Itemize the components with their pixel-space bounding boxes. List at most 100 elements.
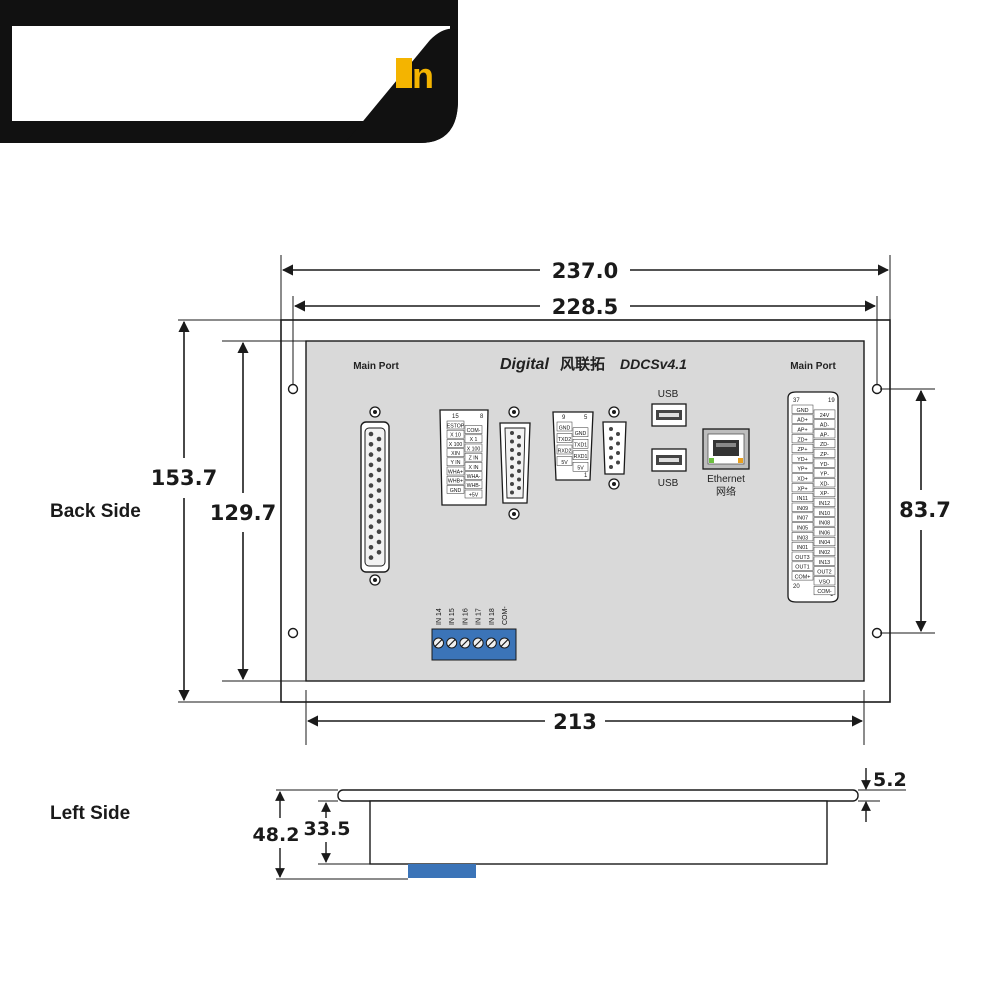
db15-pin [510, 431, 514, 435]
db15-cell [446, 448, 465, 457]
db37-pin-label: IN05 [797, 526, 808, 532]
db25-pin [368, 534, 374, 540]
db9-pin-label: RXD1 [574, 454, 588, 460]
db9-serial-port[interactable] [602, 406, 627, 490]
db25-pin [368, 503, 374, 509]
db37-cell [813, 556, 836, 566]
side-terminal [408, 864, 476, 878]
db25-pin [368, 431, 374, 437]
db25-pin [368, 493, 374, 499]
db15-pin-label: ESTOP [447, 423, 465, 429]
terminal-label: IN 15 [449, 608, 456, 625]
db37-pin-label: IN11 [797, 496, 808, 502]
db15-pin-label: XIN [451, 451, 460, 457]
db25-pin [376, 508, 382, 514]
db37-cell [791, 532, 814, 542]
db37-cell [791, 522, 814, 532]
db15-pin [517, 452, 521, 456]
db25-pin [376, 457, 382, 462]
dim-overall-height: 153.7 [151, 319, 283, 703]
terminal-label: IN 16 [462, 608, 469, 625]
back-side-label: Back Side [50, 501, 141, 522]
db15-cell [464, 480, 483, 490]
db25-main-port-left[interactable] [360, 406, 390, 586]
db37-cell [813, 448, 836, 458]
db37-cell [813, 478, 836, 488]
db37-pin-label: IN10 [819, 511, 830, 517]
db9-cell [556, 456, 573, 466]
ethernet-port[interactable]: Ethernet 网络 [702, 428, 750, 498]
main-port-left-label: Main Port [353, 361, 399, 372]
db25-pin [368, 462, 374, 468]
db37-main-port-right[interactable]: 37 19 20 1 GNDAD+AP+ZD+ZP+YD+YP+XD+XP+IN… [787, 391, 839, 603]
db9-pin [609, 446, 613, 450]
db37-pin-label: IN02 [819, 550, 830, 556]
db15-cell [446, 466, 465, 476]
terminal-label: IN 14 [436, 608, 443, 625]
db37-cell [813, 546, 836, 556]
svg-text:5: 5 [584, 415, 588, 421]
top-banner: n [0, 0, 458, 143]
db37-pin-label: OUT1 [795, 565, 809, 571]
db15-pin [517, 486, 521, 490]
db15-pin-label: Z IN [469, 456, 479, 462]
db15-pin-label: WHB+ [448, 479, 463, 485]
db15-cell [464, 425, 483, 434]
db15-spindle-port[interactable] [499, 406, 531, 520]
db37-pin-label: IN03 [797, 535, 808, 541]
db37-pin-label: COM+ [795, 575, 811, 581]
db37-cell [813, 439, 836, 449]
db37-cell [791, 561, 814, 571]
db25-pin [368, 483, 374, 488]
db37-cell [791, 492, 814, 502]
svg-text:Digital: Digital [500, 356, 549, 373]
db37-pin-label: IN01 [797, 545, 808, 551]
db15-pin [510, 473, 514, 478]
dim-side-flange-text: 5.2 [873, 769, 907, 791]
db15-pin-label: X 10 [450, 433, 461, 439]
terminal-screw-slot [447, 639, 456, 647]
db9-pin-label: GND [575, 431, 587, 437]
svg-text:1: 1 [584, 473, 588, 479]
db15-pin-label: COM- [467, 428, 481, 434]
db25-pin [368, 452, 374, 457]
db37-pin-label: AP- [820, 432, 829, 438]
db15-pin [510, 439, 514, 444]
usb-port-bottom[interactable]: USB [651, 448, 687, 489]
db9-cell [572, 427, 589, 437]
db15-pin [517, 435, 521, 439]
db37-cell [791, 453, 814, 463]
left-side-label: Left Side [50, 803, 130, 824]
db37-cell [791, 512, 814, 522]
db15-pin-label: X 100 [467, 446, 481, 452]
db15-pin [510, 448, 514, 452]
db25-pin [376, 539, 382, 545]
terminal-screw-slot [487, 639, 496, 647]
db25-pin [376, 467, 382, 473]
db15-pin-label: WHA+ [448, 469, 463, 475]
db25-pin [376, 529, 382, 534]
db37-pin-label: GND [797, 408, 809, 414]
db37-pin-label: IN08 [819, 521, 830, 527]
db9-pin-label: TXD2 [558, 437, 571, 443]
db37-pin-label: IN06 [819, 530, 830, 536]
dim-hole-spacing-height-text: 83.7 [899, 498, 951, 522]
db15-cell [464, 452, 483, 462]
db15-cell [446, 429, 465, 439]
db15-cell [446, 420, 465, 430]
terminal-screw-slot [474, 639, 483, 647]
db37-pin-label: AP+ [797, 428, 807, 434]
dim-hole-spacing-width-text: 228.5 [552, 295, 618, 319]
db37-pin-label: OUT2 [817, 570, 831, 576]
db15-cell [464, 434, 483, 444]
usb-port-top[interactable]: USB [651, 389, 687, 427]
db9-pin-label: RXD2 [558, 448, 572, 454]
db9-pin [616, 432, 620, 436]
dim-hole-spacing-height: 83.7 [880, 388, 951, 634]
dim-overall-width: 237.0 [280, 255, 891, 322]
banner-logo-text: n [412, 55, 434, 96]
db15-cell [446, 485, 465, 494]
